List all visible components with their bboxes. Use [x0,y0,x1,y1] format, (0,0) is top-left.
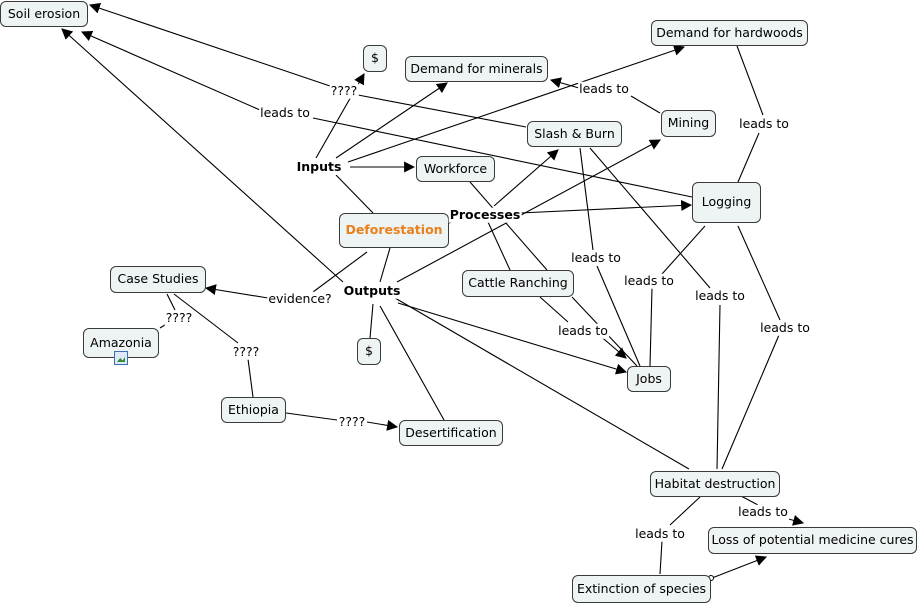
node-logging[interactable]: Logging [692,182,761,223]
edge-habitat-leadsto-loss [740,495,759,506]
node-label: Workforce [423,160,488,176]
edge-outputs-mining [396,139,661,283]
node-desertification[interactable]: Desertification [399,420,503,446]
link-label-leads-to-mining[interactable]: leads to [578,80,630,97]
node-jobs[interactable]: Jobs [627,366,671,392]
edge-mining-leadsto [630,95,661,114]
edge-logging-jobs-a [661,225,706,275]
edge-logging-hardwoods-b [736,45,764,116]
node-dollar-top[interactable]: $ [363,45,387,72]
edge-qeth-ethiopia [247,358,254,398]
link-label-leads-to-soil[interactable]: leads to [259,104,311,121]
node-soil-erosion[interactable]: Soil erosion [0,1,88,27]
link-label-leads-to-logging-jobs[interactable]: leads to [623,272,675,289]
edge-casestudies-qeth [173,293,239,344]
edge-workforce-jobs [469,181,548,271]
hub-inputs[interactable]: Inputs [295,158,343,175]
node-label: Case Studies [117,271,199,287]
node-slash-burn[interactable]: Slash & Burn [527,121,622,147]
node-label: Amazonia [90,335,152,350]
node-dollar-bottom[interactable]: $ [357,338,381,365]
node-label: Extinction of species [576,580,707,596]
link-label-q-desert[interactable]: ???? [337,413,367,430]
node-label: Cattle Ranching [468,275,568,291]
node-demand-hardwoods[interactable]: Demand for hardwoods [651,20,808,46]
node-label: $ [371,50,379,66]
node-workforce[interactable]: Workforce [416,156,495,182]
edge-habitat-leadsto-ext [669,496,701,526]
edge-leadsto-minerals [549,77,580,89]
edge-outputs-habitat [394,297,690,470]
node-cattle-ranching[interactable]: Cattle Ranching [462,270,574,297]
edge-ethiopia-qdesert [285,412,338,421]
node-label: Loss of potential medicine cures [711,532,914,548]
link-label-leads-to-slash-jobs[interactable]: leads to [570,249,622,266]
node-label: Ethiopia [228,401,279,417]
node-label: Jobs [636,370,662,386]
node-habitat-destruction[interactable]: Habitat destruction [650,471,780,497]
edge-slash-habitat-a [589,147,711,289]
node-label: Demand for hardwoods [656,24,803,40]
edge-slash-habitat-b [716,304,721,470]
edge-processes-slash [493,149,559,207]
edge-processes-logging [519,199,693,214]
link-label-leads-to-hardwoods[interactable]: leads to [738,115,790,132]
link-label-leads-to-habitat-extinction[interactable]: leads to [634,525,686,542]
node-label: Demand for minerals [410,60,543,76]
node-demand-minerals[interactable]: Demand for minerals [405,56,548,82]
edge-slash-jobs-a [579,147,594,251]
link-label-leads-to-habitat-loss[interactable]: leads to [737,503,789,520]
node-mining[interactable]: Mining [661,110,716,137]
node-label: Logging [701,194,752,210]
link-label-leads-to-slash-habitat[interactable]: leads to [694,287,746,304]
hub-processes[interactable]: Processes [448,206,522,223]
edge-inputs-hardwoods [347,45,686,163]
edge-leadsto-soil [80,30,261,111]
node-deforestation[interactable]: Deforestation [339,213,449,248]
link-label-q-top[interactable]: ???? [329,82,359,99]
node-label: Slash & Burn [534,125,615,141]
edge-logging-hardwoods-a [737,132,760,183]
node-loss-medicine[interactable]: Loss of potential medicine cures [708,527,917,554]
edge-logging-leadsto-soil [312,117,693,198]
edge-evidence-casestudies [204,284,269,299]
hub-outputs[interactable]: Outputs [342,282,402,299]
edge-processes-cattle [487,221,511,271]
node-extinction[interactable]: Extinction of species [572,575,711,603]
node-label: Mining [667,115,710,131]
edge-logging-jobs-b [649,287,653,367]
edge-cattle-leadsto [539,296,569,323]
edge-inputs-minerals [335,82,448,159]
link-label-leads-to-cattle-jobs[interactable]: leads to [557,322,609,339]
edge-casestudies-qamaz [166,293,176,311]
link-label-q-ethiopia[interactable]: ???? [231,343,261,360]
node-label: Soil erosion [7,5,81,21]
node-label: Desertification [405,424,497,440]
link-label-evidence[interactable]: evidence? [267,290,333,307]
edge-outputs-jobs [397,302,628,375]
edge-slash-qtop [357,94,527,128]
edge-deforestation-inputs [335,174,374,214]
edge-logging-habitat-b [721,334,780,470]
edge-leadsto-extinction [659,540,663,575]
node-label: Habitat destruction [654,475,776,491]
link-label-leads-to-logging-habitat[interactable]: leads to [759,319,811,336]
edge-qdesert-desert [366,419,399,431]
edge-slash-jobs-b [596,265,641,367]
edge-logging-habitat-a [737,225,781,321]
edge-outputs-soil [61,28,344,283]
edge-extinction-loss [711,555,768,579]
link-label-q-amazonia[interactable]: ???? [164,309,194,326]
edge-qtop-soil [88,2,331,87]
edge-outputs-desert [379,305,445,421]
node-label: $ [365,343,373,359]
edge-deforestation-outputs [379,247,391,283]
edge-outputs-dollar [369,303,374,339]
node-label: Deforestation [345,222,443,238]
node-ethiopia[interactable]: Ethiopia [221,397,286,423]
edge-deforestation-evidence [312,251,368,293]
image-attachment-icon[interactable] [114,351,128,365]
node-case-studies[interactable]: Case Studies [110,266,206,293]
